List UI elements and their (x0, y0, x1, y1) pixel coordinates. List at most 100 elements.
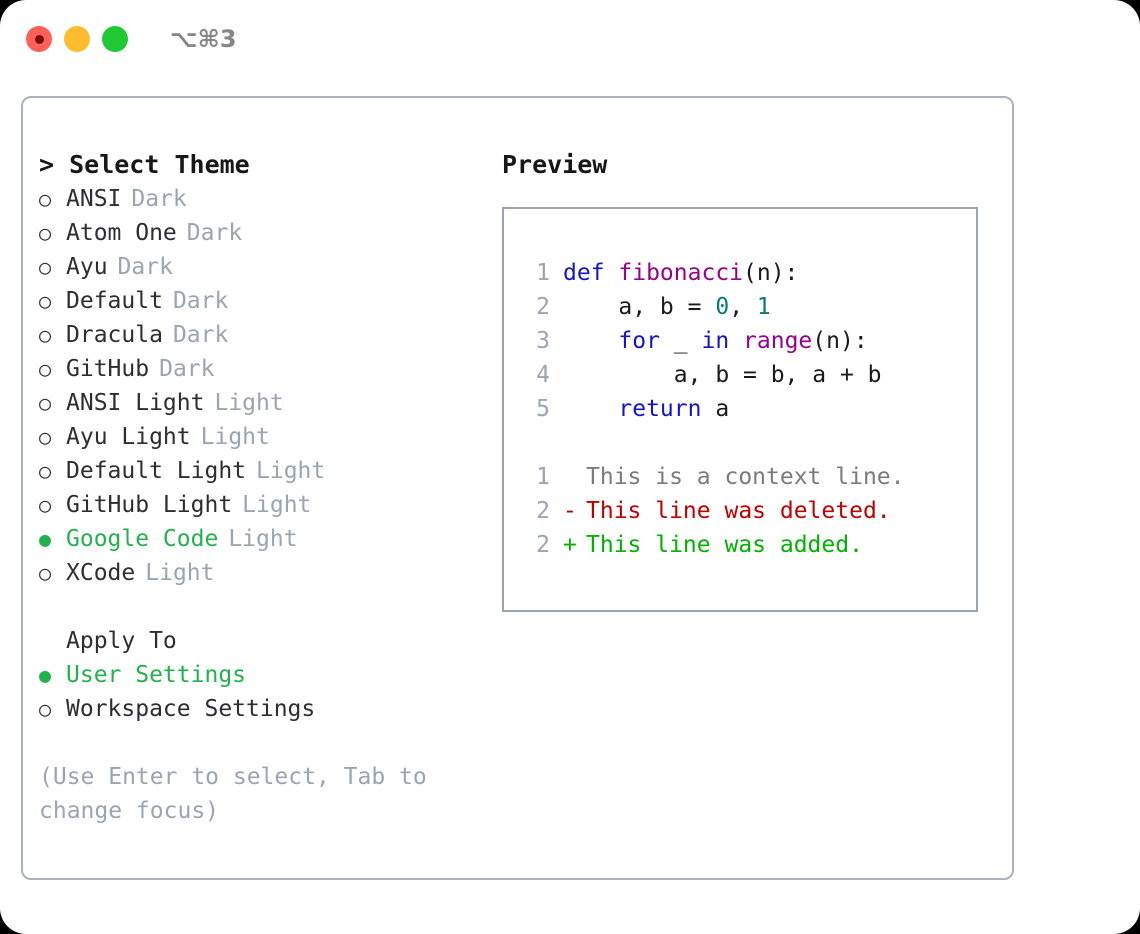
line-number: 2 (536, 498, 550, 524)
code-line-text: a, b = 0, 1 (563, 290, 770, 324)
diff-line: 1 This is a context line. (522, 460, 905, 494)
code-line-text: return a (563, 392, 729, 426)
apply-to-heading-spacer: ○ (39, 624, 66, 658)
radio-unselected-icon[interactable]: ○ (39, 459, 52, 483)
title-bar: ⌥⌘3 (0, 0, 1140, 78)
theme-list-item[interactable]: ○ Ayu Dark (39, 250, 499, 284)
theme-name-label: Ayu (66, 254, 108, 280)
radio-unselected-icon[interactable]: ○ (39, 493, 52, 517)
theme-list-item[interactable]: ○ GitHub Dark (39, 352, 499, 386)
code-line-text: def fibonacci(n): (563, 256, 798, 290)
code-token-kw: return (618, 396, 702, 422)
apply-to-heading: ○ Apply To (39, 624, 499, 658)
apply-to-option[interactable]: ○ Workspace Settings (39, 692, 499, 726)
preview-title: Preview (502, 150, 608, 179)
apply-to-options[interactable]: ● User Settings ○ Workspace Settings (39, 658, 499, 726)
apply-to-heading-label: Apply To (66, 628, 177, 654)
theme-variant-label: Dark (117, 254, 173, 280)
theme-list-item[interactable]: ○ ANSI Light Light (39, 386, 499, 420)
code-token-plain (563, 396, 618, 422)
radio-unselected-icon[interactable]: ○ (39, 289, 52, 313)
apply-to-option-label: User Settings (66, 662, 247, 688)
select-theme-title: > Select Theme (39, 150, 250, 179)
code-token-plain: (n): (743, 260, 799, 286)
diff-line: 2+This line was added. (522, 528, 905, 562)
diff-line: 2-This line was deleted. (522, 494, 905, 528)
radio-selected-icon[interactable]: ● (39, 663, 52, 687)
theme-variant-label: Dark (172, 322, 229, 348)
diff-line-text: This line was deleted. (586, 498, 891, 524)
code-token-kw: in (701, 328, 730, 354)
diff-line-text: This line was added. (586, 532, 863, 558)
code-line: 3 for _ in range(n): (522, 324, 905, 358)
theme-variant-label: Dark (159, 356, 215, 382)
radio-unselected-icon[interactable]: ○ (39, 697, 52, 721)
theme-name-label: Default Light (66, 458, 247, 484)
code-token-plain: a (701, 396, 730, 422)
code-token-kw: for (618, 328, 660, 354)
theme-variant-label: Dark (172, 288, 229, 314)
theme-name-label: Ayu Light (66, 424, 191, 450)
code-token-plain (563, 328, 618, 354)
close-button[interactable] (26, 26, 52, 52)
theme-name-label: ANSI Light (66, 390, 205, 416)
theme-variant-label: Light (200, 424, 270, 450)
theme-variant-label: Light (256, 458, 326, 484)
line-number: 3 (536, 328, 550, 354)
theme-list-item[interactable]: ○ Ayu Light Light (39, 420, 499, 454)
diff-marker (563, 460, 577, 494)
theme-name-label: GitHub Light (66, 492, 233, 518)
theme-list-item[interactable]: ○ XCode Light (39, 556, 499, 590)
code-token-plain: a, b = b, a + b (563, 362, 882, 388)
code-token-kw: def (563, 260, 619, 286)
theme-list-item[interactable]: ○ Default Light Light (39, 454, 499, 488)
minimize-button[interactable] (64, 26, 90, 52)
line-number: 2 (536, 294, 550, 320)
code-token-num: 0 (715, 294, 730, 320)
theme-name-label: GitHub (66, 356, 150, 382)
theme-variant-label: Light (242, 492, 312, 518)
code-token-plain (729, 328, 743, 354)
diff-marker: + (563, 532, 577, 558)
diff-line-text: This is a context line. (586, 464, 905, 490)
code-line: 1 def fibonacci(n): (522, 256, 905, 290)
theme-variant-label: Light (228, 526, 298, 552)
radio-unselected-icon[interactable]: ○ (39, 425, 52, 449)
code-line-text: a, b = b, a + b (563, 358, 882, 392)
code-line: 2 a, b = 0, 1 (522, 290, 905, 324)
radio-unselected-icon[interactable]: ○ (39, 221, 52, 245)
radio-unselected-icon[interactable]: ○ (39, 561, 52, 585)
radio-unselected-icon[interactable]: ○ (39, 323, 52, 347)
code-diff-separator (522, 426, 905, 460)
maximize-button[interactable] (102, 26, 128, 52)
theme-name-label: Atom One (66, 220, 177, 246)
traffic-light-group (26, 26, 128, 52)
radio-unselected-icon[interactable]: ○ (39, 187, 52, 211)
radio-unselected-icon[interactable]: ○ (39, 255, 52, 279)
code-line: 4 a, b = b, a + b (522, 358, 905, 392)
apply-to-option[interactable]: ● User Settings (39, 658, 499, 692)
theme-list-item[interactable]: ○ GitHub Light Light (39, 488, 499, 522)
theme-list-item[interactable]: ○ Default Dark (39, 284, 499, 318)
code-token-fn: fibonacci (618, 260, 744, 286)
theme-name-label: ANSI (66, 186, 122, 212)
radio-unselected-icon[interactable]: ○ (39, 357, 52, 381)
apply-to-option-label: Workspace Settings (66, 696, 316, 722)
line-number: 1 (536, 260, 550, 286)
theme-variant-label: Light (145, 560, 215, 586)
radio-unselected-icon[interactable]: ○ (39, 391, 52, 415)
theme-name-label: Default (66, 288, 163, 314)
theme-variant-label: Light (214, 390, 284, 416)
radio-selected-icon[interactable]: ● (39, 527, 52, 551)
theme-name-label: XCode (66, 560, 136, 586)
keyboard-shortcut-label: ⌥⌘3 (170, 25, 237, 53)
